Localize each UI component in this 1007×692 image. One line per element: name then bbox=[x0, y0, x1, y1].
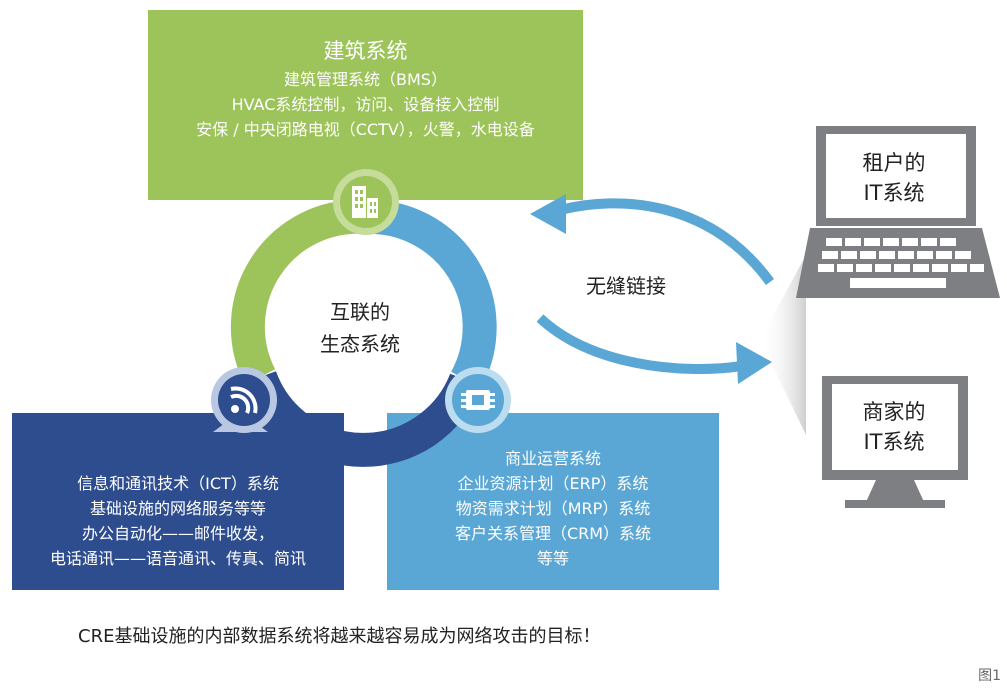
building-icon bbox=[330, 150, 402, 235]
ecosystem-center-label: 互联的 生态系统 bbox=[280, 296, 440, 360]
arrow-head-left bbox=[530, 194, 566, 234]
wifi-icon bbox=[211, 367, 277, 433]
biz-line-3: 物资需求计划（MRP）系统 bbox=[455, 499, 651, 518]
tenant-it-label: 租户的 IT系统 bbox=[834, 148, 954, 208]
ring-segment-light-blue bbox=[364, 199, 497, 389]
merchant-it-label: 商家的 IT系统 bbox=[834, 397, 954, 457]
ict-line-1: 信息和通讯技术（ICT）系统 bbox=[77, 474, 279, 493]
arrow-to-ecosystem bbox=[558, 198, 775, 285]
tenant-line-2: IT系统 bbox=[863, 181, 925, 205]
merchant-line-1: 商家的 bbox=[862, 400, 926, 424]
ecosystem-ring bbox=[230, 199, 497, 467]
ecosystem-center-circle bbox=[283, 247, 443, 407]
building-line-3: 安保 / 中央闭路电视（CCTV），火警，水电设备 bbox=[196, 120, 535, 139]
center-line-2: 生态系统 bbox=[320, 332, 400, 356]
building-line-1: 建筑管理系统（BMS） bbox=[284, 70, 447, 89]
business-systems-box: 商业运营系统 企业资源计划（ERP）系统 物资需求计划（MRP）系统 客户关系管… bbox=[387, 413, 719, 590]
connection-arrows bbox=[530, 194, 775, 384]
monitor-icon bbox=[822, 376, 968, 508]
ring-segment-green bbox=[230, 199, 367, 385]
ring-segment-dark-blue bbox=[244, 370, 482, 467]
arrow-head-right bbox=[736, 342, 772, 384]
laptop-icon bbox=[796, 126, 1000, 298]
biz-line-5: 等等 bbox=[536, 549, 569, 568]
tenant-line-1: 租户的 bbox=[862, 151, 926, 175]
center-line-1: 互联的 bbox=[330, 300, 390, 324]
merchant-line-2: IT系统 bbox=[863, 430, 925, 454]
ict-line-4: 电话通讯——语音通讯、传真、简讯 bbox=[49, 549, 306, 568]
biz-line-4: 客户关系管理（CRM）系统 bbox=[454, 524, 652, 543]
chip-icon bbox=[445, 367, 511, 433]
ict-line-2: 基础设施的网络服务等等 bbox=[89, 499, 266, 518]
building-line-2: HVAC系统控制，访问、设备接入控制 bbox=[231, 95, 500, 114]
biz-line-1: 商业运营系统 bbox=[504, 449, 601, 468]
biz-line-2: 企业资源计划（ERP）系统 bbox=[457, 474, 649, 493]
connection-label: 无缝链接 bbox=[586, 274, 666, 298]
ict-systems-box: 信息和通讯技术（ICT）系统 基础设施的网络服务等等 办公自动化——邮件收发， … bbox=[12, 413, 344, 590]
ict-line-3: 办公自动化——邮件收发， bbox=[81, 524, 274, 543]
arrow-to-devices bbox=[536, 314, 743, 374]
figure-label: 图1 bbox=[978, 668, 1001, 684]
diagram-caption: CRE基础设施的内部数据系统将越来越容易成为网络攻击的目标！ bbox=[78, 626, 601, 647]
device-shadow bbox=[760, 255, 806, 435]
building-systems-title: 建筑系统 bbox=[323, 39, 408, 63]
